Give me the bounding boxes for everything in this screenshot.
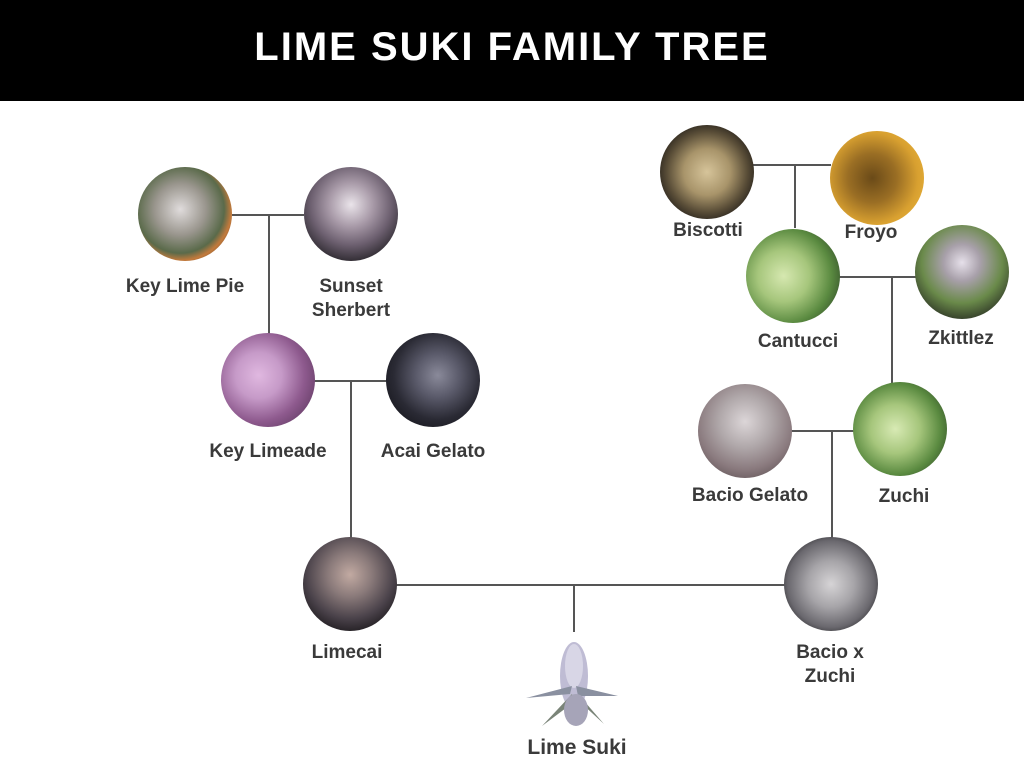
label-bacio-gelato: Bacio Gelato: [691, 485, 809, 506]
title-banner: LIME SUKI FAMILY TREE: [0, 0, 1024, 101]
connector-line: [791, 430, 855, 432]
connector-line: [838, 276, 916, 278]
label-text: Sunset Sherbert: [311, 276, 391, 321]
strain-image-sunset-sherbert: [304, 167, 398, 261]
strain-image-lime-suki: [522, 636, 622, 730]
connector-line: [350, 380, 352, 538]
strain-image-key-limeade: [221, 333, 315, 427]
cannabis-plant-icon: [526, 642, 618, 726]
connector-line: [794, 164, 796, 228]
strain-image-key-lime-pie: [138, 167, 232, 261]
page-title: LIME SUKI FAMILY TREE: [254, 25, 770, 69]
label-lime-suki: Lime Suki: [527, 736, 627, 759]
connector-line: [831, 430, 833, 538]
label-cantucci: Cantucci: [757, 331, 839, 352]
label-limecai: Limecai: [311, 642, 383, 663]
label-text: Bacio x Zuchi: [796, 642, 864, 687]
strain-image-cantucci: [746, 229, 840, 323]
label-key-limeade: Key Limeade: [209, 441, 327, 462]
label-zkittlez: Zkittlez: [928, 328, 994, 349]
label-acai-gelato: Acai Gelato: [380, 441, 486, 462]
connector-line: [396, 584, 786, 586]
connector-line: [268, 214, 270, 336]
label-biscotti: Biscotti: [673, 220, 743, 241]
strain-image-froyo: [830, 131, 924, 225]
strain-image-zuchi: [853, 382, 947, 476]
strain-image-zkittlez: [915, 225, 1009, 319]
label-bacio-x-zuchi: Bacio x Zuchi: [796, 641, 864, 689]
strain-image-bacio-x-zuchi: [784, 537, 878, 631]
strain-image-biscotti: [660, 125, 754, 219]
strain-image-acai-gelato: [386, 333, 480, 427]
connector-line: [573, 584, 575, 632]
label-zuchi: Zuchi: [878, 486, 930, 507]
label-sunset-sherbert: Sunset Sherbert: [312, 275, 390, 323]
label-key-lime-pie: Key Lime Pie: [125, 276, 245, 297]
label-froyo: Froyo: [844, 222, 898, 243]
connector-line: [753, 164, 831, 166]
strain-image-limecai: [303, 537, 397, 631]
strain-image-bacio-gelato: [698, 384, 792, 478]
connector-line: [891, 276, 893, 384]
